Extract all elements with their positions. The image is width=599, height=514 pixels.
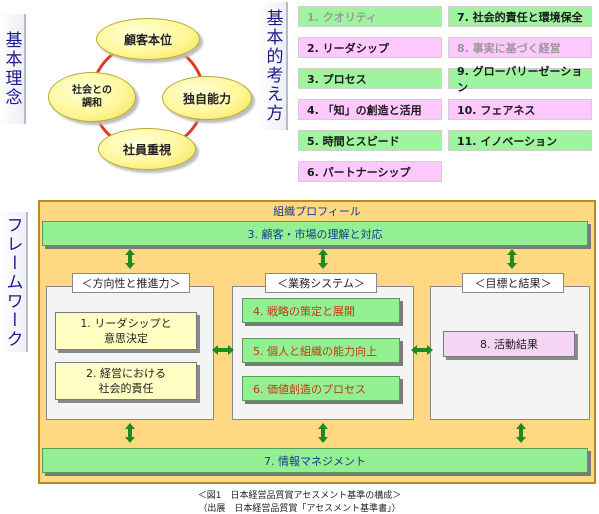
concept-item: 6. パートナーシップ (298, 161, 442, 182)
ellipse-employee: 社員重視 (98, 128, 196, 170)
leadership-box: 1. リーダシップと 意思決定 (55, 312, 197, 350)
panel-direction-header: ＜方向性と推進力＞ (72, 273, 190, 293)
information-management-text: 7. 情報マネジメント (264, 454, 366, 468)
concept-item: 11. イノベーション (448, 130, 592, 151)
ellipse-society: 社会との 調和 (48, 72, 136, 122)
customer-market-text: 3. 顧客・市場の理解と対応 (247, 227, 383, 241)
panel-business-header-text: ＜業務システム＞ (277, 277, 365, 290)
caption-line1: ＜図1 日本経営品質賞アセスメント基準の構成＞ (197, 491, 402, 501)
arrow-up-direction (125, 423, 135, 443)
value-creation-box: 6. 価値創造のプロセス (242, 376, 400, 401)
panel-results-header-text: ＜目標と結果＞ (474, 277, 552, 290)
arrow-up-results (516, 423, 526, 443)
concept-item: 7. 社会的責任と環境保全 (448, 6, 592, 27)
arrow-business-results (411, 345, 433, 355)
strategy-box: 4. 戦略の策定と展開 (242, 298, 400, 323)
profile-title: 組織プロフィール (273, 205, 361, 218)
results-box: 8. 活動結果 (443, 331, 575, 357)
ellipse-customer-text: 顧客本位 (123, 32, 172, 47)
concept-item: 3. プロセス (298, 68, 442, 89)
concepts-label: 基本的考え方 (260, 2, 288, 130)
caption-line2: （出展 日本経営品質賞「アセスメント基準書」） (198, 504, 401, 514)
ellipse-customer: 顧客本位 (96, 18, 200, 60)
concept-item: 2. リーダシップ (298, 37, 442, 58)
ellipse-society-text: 社会との 調和 (72, 85, 112, 109)
arrow-direction-business (212, 345, 234, 355)
arrow-up-business (318, 423, 328, 443)
panel-direction-header-text: ＜方向性と推進力＞ (81, 277, 181, 290)
concept-item: 4. 「知」の創造と活用 (298, 99, 442, 120)
concept-item: 1. クオリティ (298, 6, 442, 27)
arrow-down-business (318, 249, 328, 269)
information-management-bar: 7. 情報マネジメント (42, 448, 588, 473)
arrow-down-results (507, 249, 517, 269)
concept-item: 8. 事実に基づく経営 (448, 37, 592, 58)
ellipse-capability: 独自能力 (162, 76, 252, 120)
customer-market-bar: 3. 顧客・市場の理解と対応 (42, 221, 588, 246)
panel-business-header: ＜業務システム＞ (265, 273, 377, 293)
panel-results-header: ＜目標と結果＞ (462, 273, 564, 293)
concept-item: 9. グローバリーゼーション (448, 65, 592, 94)
concept-item: 5. 時間とスピード (298, 130, 442, 151)
philosophy-label: 基本理念 (0, 14, 26, 124)
concepts-right-column: 7. 社会的責任と環境保全 8. 事実に基づく経営 9. グローバリーゼーション… (448, 6, 592, 151)
concept-item: 10. フェアネス (448, 99, 592, 120)
capability-box: 5. 個人と組織の能力向上 (242, 338, 400, 363)
concepts-left-column: 1. クオリティ 2. リーダシップ 3. プロセス 4. 「知」の創造と活用 … (298, 6, 442, 182)
ellipse-capability-text: 独自能力 (182, 91, 231, 106)
arrow-down-direction (125, 249, 135, 269)
social-responsibility-box: 2. 経営における 社会的責任 (55, 362, 197, 400)
framework-label: フレームワーク (0, 212, 28, 352)
ellipse-employee-text: 社員重視 (122, 142, 171, 157)
